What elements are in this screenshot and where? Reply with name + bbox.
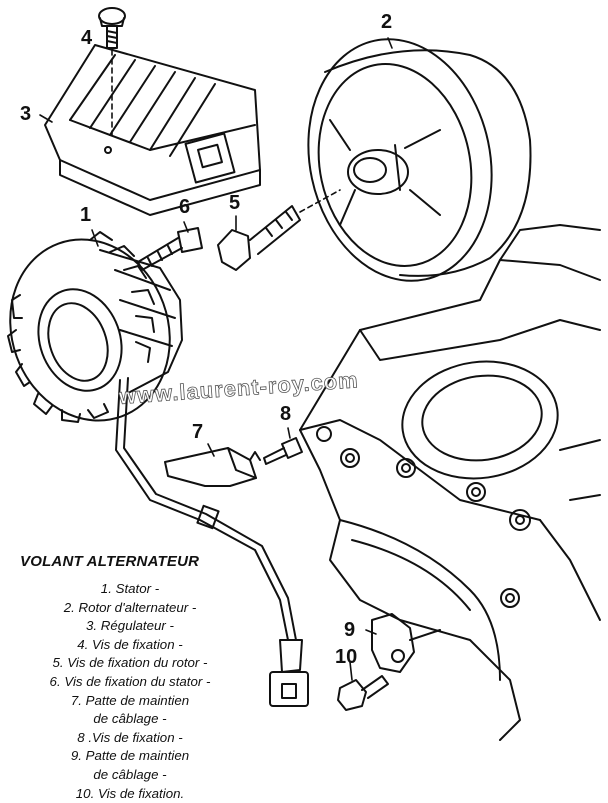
callout-4: 4: [81, 27, 93, 49]
callout-8: 8: [280, 403, 292, 425]
callout-7: 7: [192, 421, 204, 443]
callout-6: 6: [179, 196, 191, 218]
screw-4: [98, 7, 126, 136]
legend-item: 10. Vis de fixation.: [75, 785, 185, 801]
bracket-9: [371, 613, 441, 673]
bracket-7: [164, 447, 261, 487]
legend-item: 7. Patte de maintien: [70, 692, 190, 708]
legend-item: 3. Régulateur -: [86, 618, 174, 634]
legend-item: 5. Vis de fixation du rotor -: [52, 655, 208, 671]
legend-item: 2. Rotor d'alternateur -: [63, 599, 197, 615]
legend-item: 6. Vis de fixation du stator -: [49, 673, 211, 689]
stator-part: [7, 231, 183, 423]
screw-10: [337, 675, 389, 711]
rotor-part: [307, 38, 532, 282]
callout-3: 3: [20, 103, 32, 125]
callout-5: 5: [229, 192, 241, 214]
legend: VOLANT ALTERNATEUR 1. Stator - 2. Rotor …: [20, 553, 240, 803]
callout-2: 2: [381, 11, 393, 33]
callout-1: 1: [80, 204, 92, 226]
legend-item: 1. Stator -: [100, 581, 160, 596]
legend-list: 1. Stator - 2. Rotor d'alternateur - 3. …: [20, 580, 240, 803]
legend-title: VOLANT ALTERNATEUR: [20, 553, 200, 570]
legend-item: de câblage -: [93, 766, 167, 782]
callout-9: 9: [344, 619, 356, 641]
screw-8: [263, 437, 303, 465]
legend-item: de câblage -: [93, 711, 167, 727]
regulator-part: [44, 44, 261, 216]
crankcase: [299, 224, 601, 741]
callout-10: 10: [335, 646, 358, 668]
legend-item: 9. Patte de maintien: [70, 748, 190, 764]
wire-harness: [115, 377, 309, 707]
legend-item: 8 .Vis de fixation -: [77, 729, 183, 745]
leader-lines: [39, 37, 393, 681]
legend-item: 4. Vis de fixation -: [77, 636, 183, 652]
bolt-5: [217, 189, 341, 271]
